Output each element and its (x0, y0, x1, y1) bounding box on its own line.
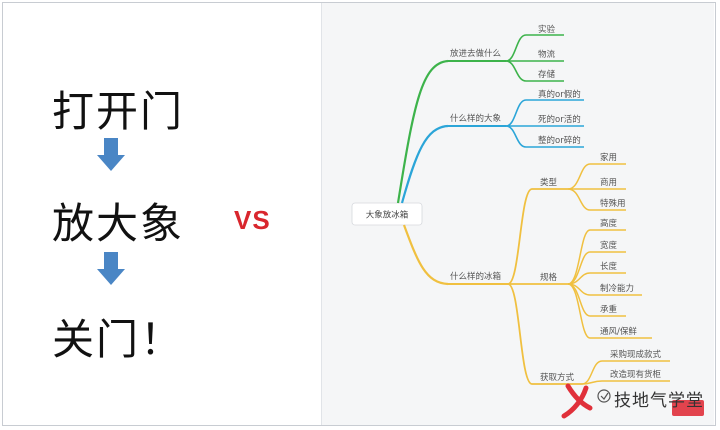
leaf-label: 高度 (600, 218, 618, 229)
panel-divider (321, 3, 322, 425)
leaf-label: 整的or碎的 (538, 135, 581, 146)
leaf-label: 物流 (538, 49, 556, 60)
branch-label-green: 放进去做什么 (450, 48, 502, 59)
step-close-door: 关门！ (52, 315, 185, 364)
mindmap-diagram: 大象放冰箱 放进去做什么 实验 物流 存储 什么样的大象 真的or假的 死的or… (351, 24, 670, 385)
mindmap-root-node (351, 202, 423, 226)
leaf-label: 实验 (538, 24, 556, 35)
branch-green (396, 34, 564, 204)
sub-node-label: 类型 (540, 177, 558, 188)
leaf-label: 宽度 (600, 240, 618, 251)
leaf-label: 改造现有货柜 (610, 369, 662, 380)
vs-label: VS (234, 205, 271, 235)
leaf-label: 通风/保鲜 (600, 326, 637, 337)
leaf-label: 存储 (538, 69, 556, 80)
leaf-label: 特殊用 (600, 198, 626, 209)
leaf-label: 真的or假的 (538, 89, 581, 100)
mindmap-root-label: 大象放冰箱 (366, 210, 409, 221)
leaf-label: 采购现成款式 (610, 349, 662, 360)
leaf-label: 制冷能力 (600, 283, 634, 294)
branch-yellow (402, 163, 670, 385)
watermark-text: 技地气学堂 (614, 391, 704, 411)
branch-label-yellow: 什么样的冰箱 (450, 271, 502, 282)
leaf-label: 商用 (600, 177, 617, 188)
watermark-logo (561, 383, 704, 419)
sub-node-label: 规格 (540, 272, 558, 283)
leaf-label: 死的or活的 (538, 114, 581, 125)
branch-label-blue: 什么样的大象 (450, 113, 502, 124)
leaf-label: 承重 (600, 304, 618, 315)
branch-blue (400, 99, 584, 204)
leaf-label: 家用 (600, 152, 617, 163)
arrow-down-icon (97, 138, 125, 171)
arrow-down-icon (97, 252, 125, 285)
image-frame (2, 2, 716, 426)
step-open-door: 打开门 (52, 87, 185, 136)
step-put-elephant: 放大象 (52, 199, 185, 248)
leaf-label: 长度 (600, 261, 618, 272)
sub-node-label: 获取方式 (540, 372, 575, 383)
